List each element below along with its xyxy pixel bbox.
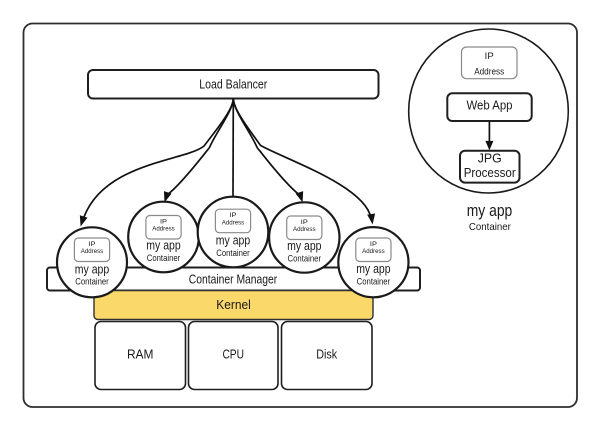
svg-text:Container: Container — [288, 254, 322, 264]
svg-text:JPG: JPG — [478, 151, 502, 166]
svg-text:IP: IP — [301, 219, 308, 226]
svg-text:IP: IP — [230, 212, 237, 219]
svg-text:Container: Container — [147, 253, 181, 263]
svg-text:Address: Address — [474, 67, 504, 77]
svg-text:my app: my app — [356, 261, 390, 276]
svg-text:Container: Container — [357, 277, 391, 287]
svg-text:Container: Container — [469, 222, 512, 233]
svg-text:IP: IP — [89, 241, 96, 248]
svg-text:RAM: RAM — [127, 347, 154, 362]
svg-text:Container: Container — [75, 277, 109, 287]
svg-text:Container Manager: Container Manager — [189, 271, 278, 286]
svg-text:my app: my app — [146, 238, 180, 253]
svg-text:my app: my app — [216, 233, 250, 248]
svg-text:CPU: CPU — [222, 347, 244, 362]
svg-text:Disk: Disk — [316, 347, 337, 362]
svg-text:IP: IP — [485, 51, 494, 61]
svg-text:my app: my app — [467, 201, 513, 220]
svg-text:IP: IP — [160, 219, 167, 226]
svg-text:Address: Address — [81, 248, 104, 255]
svg-text:IP: IP — [370, 241, 377, 248]
svg-text:Address: Address — [222, 219, 245, 226]
svg-text:Load Balancer: Load Balancer — [199, 77, 268, 92]
svg-text:Address: Address — [293, 226, 316, 233]
svg-text:Kernel: Kernel — [216, 297, 251, 312]
svg-text:Container: Container — [216, 248, 250, 258]
svg-text:my app: my app — [75, 261, 109, 276]
svg-text:Processor: Processor — [464, 165, 517, 180]
svg-text:Address: Address — [152, 226, 175, 233]
svg-text:Address: Address — [362, 248, 385, 255]
svg-text:Web App: Web App — [467, 98, 513, 113]
svg-text:my app: my app — [287, 238, 321, 253]
